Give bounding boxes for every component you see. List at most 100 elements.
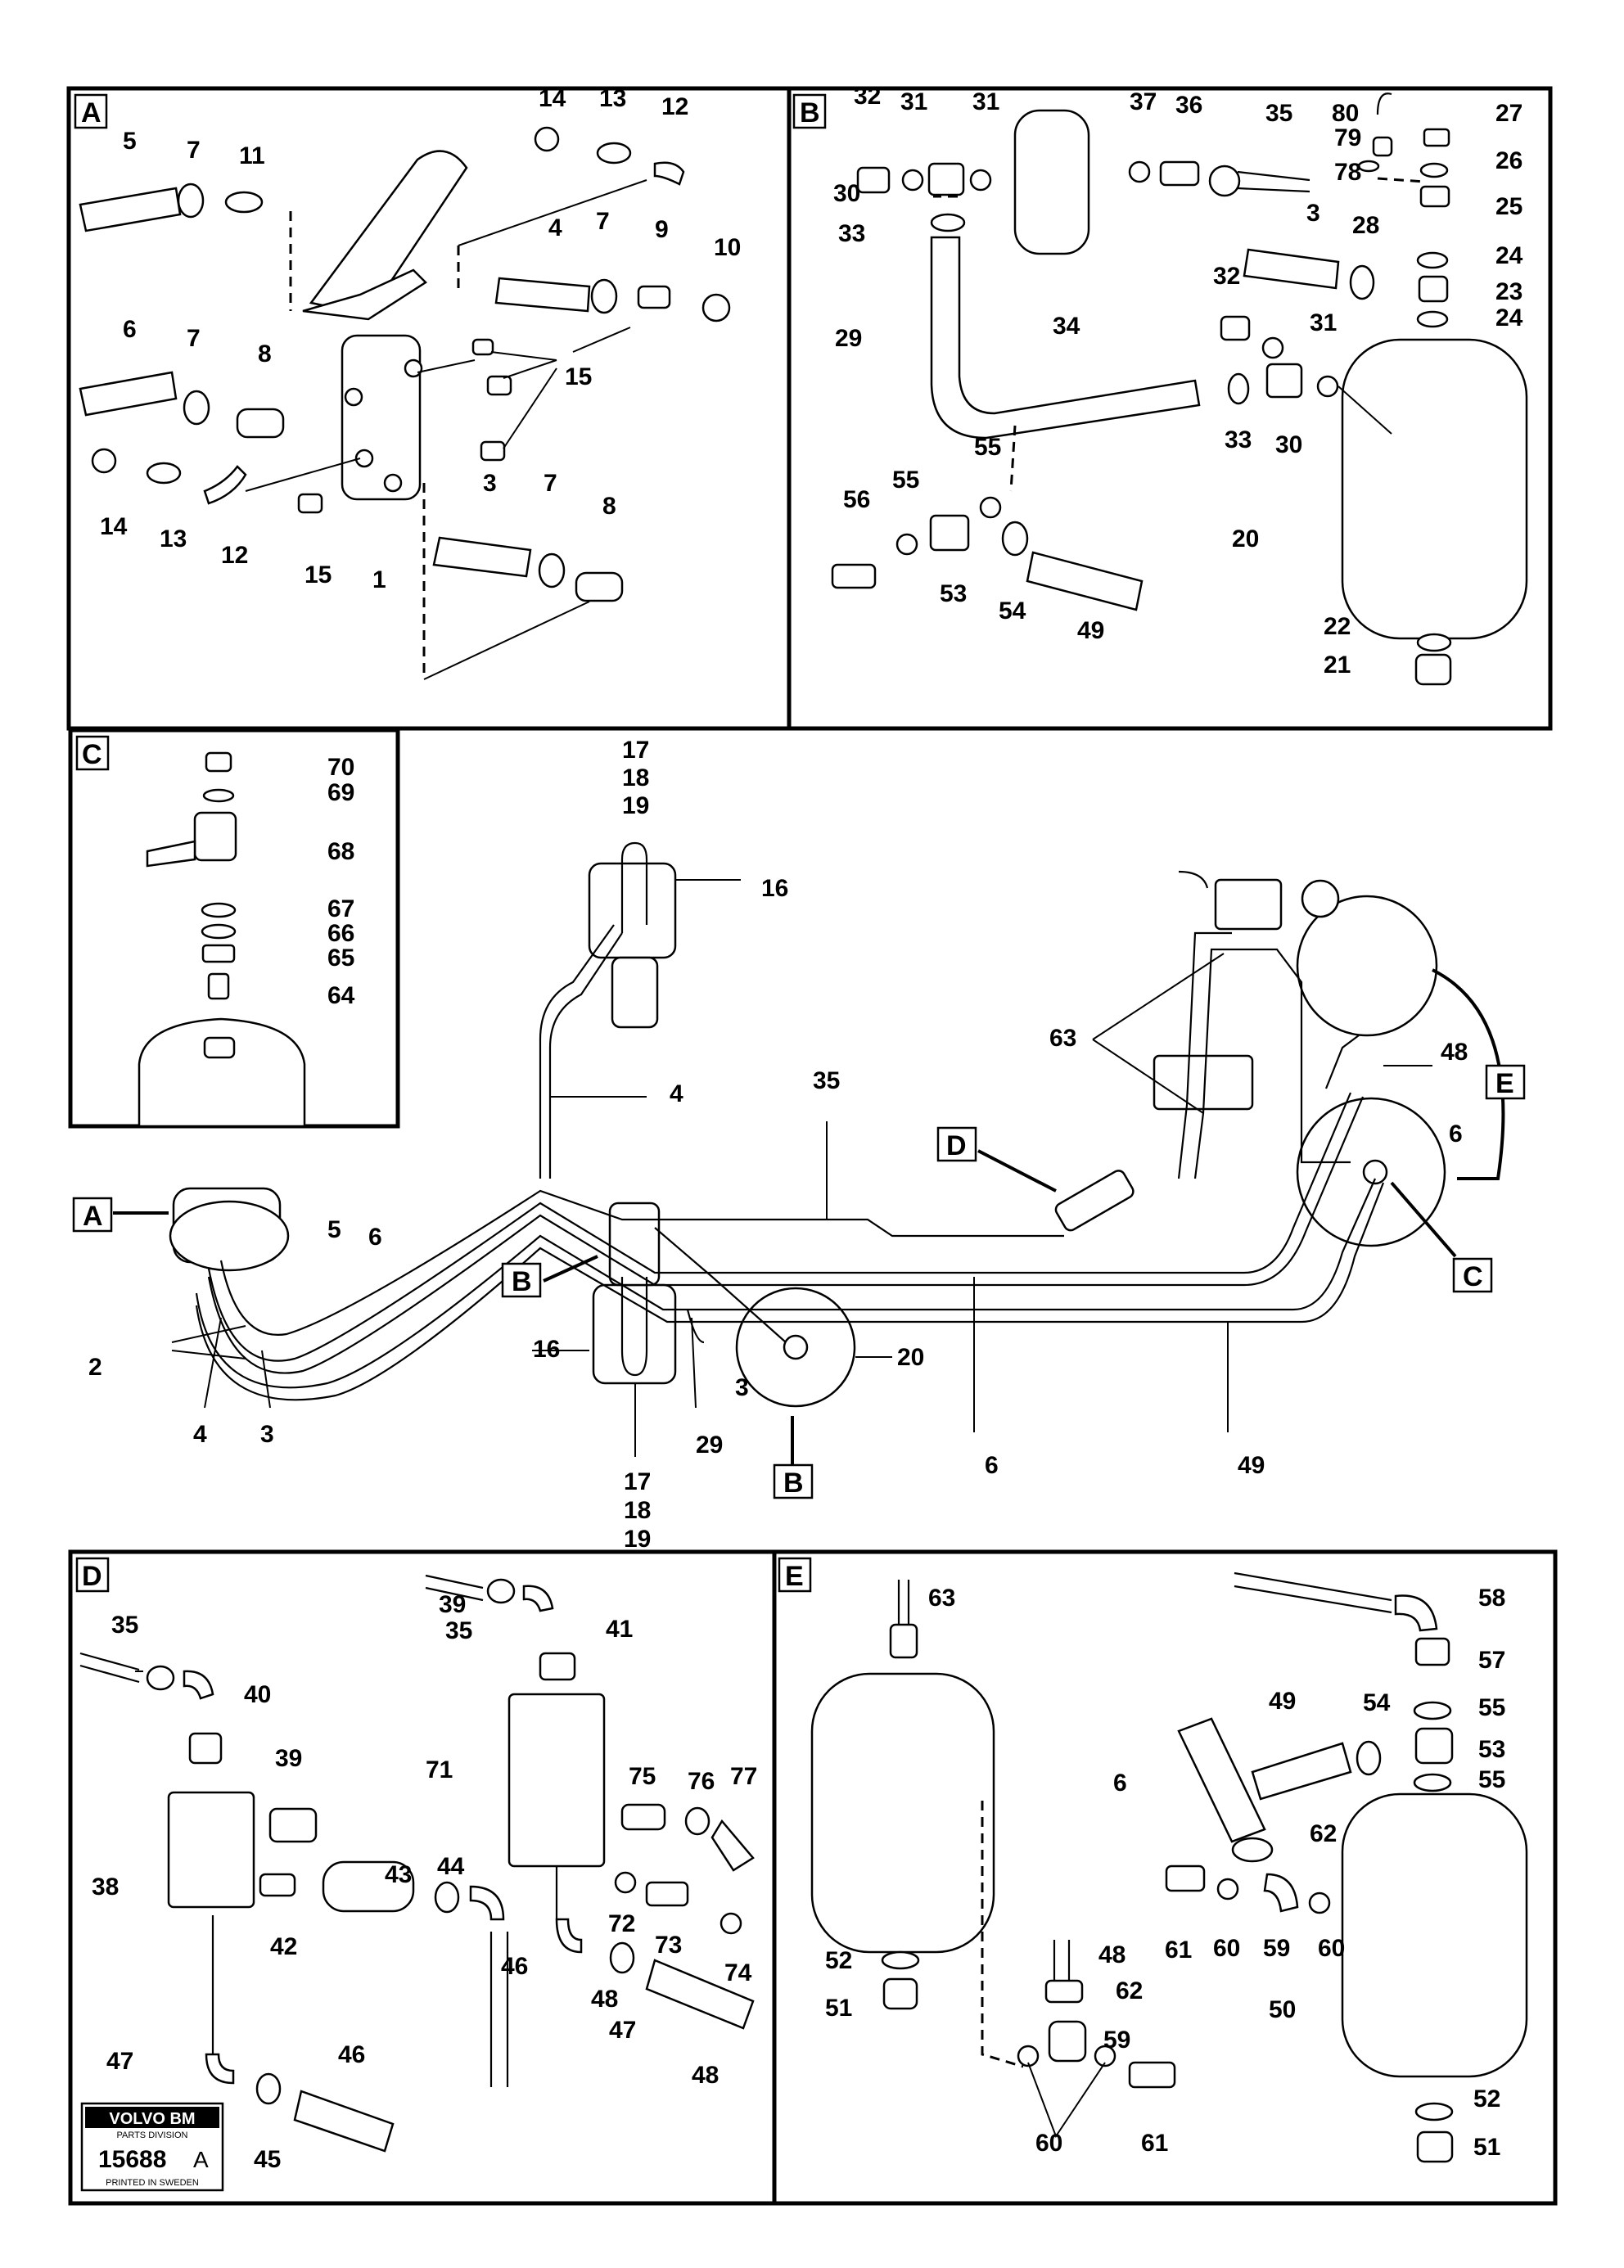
callout-b: B — [512, 1266, 532, 1297]
nipple-64 — [207, 972, 230, 1000]
clamp-76 — [684, 1806, 710, 1836]
part-label: 14 — [539, 85, 566, 112]
part-label: 16 — [533, 1336, 560, 1363]
hose-3 — [1243, 248, 1340, 290]
nut-7 — [177, 183, 205, 219]
pipe-49 — [195, 1178, 1377, 1389]
pipe-3 — [654, 1227, 787, 1343]
leader — [204, 1317, 222, 1409]
part-label: 65 — [327, 945, 354, 972]
part-label: 80 — [1332, 100, 1359, 127]
banjo-53 — [929, 514, 970, 552]
nut-7 — [538, 552, 566, 588]
e-arc — [1432, 968, 1505, 1180]
part-label: 70 — [327, 754, 354, 781]
panel-b-frame — [787, 86, 1553, 731]
washer-69 — [202, 788, 235, 803]
part-label: 6 — [985, 1452, 999, 1479]
main-callout-tags: A B B C D E — [72, 1064, 1526, 1499]
part-label: 3 — [735, 1374, 749, 1401]
dashed-link — [1009, 425, 1017, 492]
part-label: 46 — [501, 1953, 528, 1980]
part-label: 7 — [596, 208, 610, 235]
switch-63 — [889, 1623, 918, 1659]
bolt-32 — [1220, 315, 1251, 341]
part-label: 12 — [661, 93, 688, 120]
part-label: 6 — [1113, 1770, 1127, 1797]
washer-60 — [1017, 2045, 1040, 2067]
part-label: 71 — [426, 1756, 453, 1783]
elbow-46 — [205, 2053, 235, 2085]
part-label: 15 — [565, 363, 592, 390]
main-assembly-art — [113, 841, 1505, 1465]
part-label: 8 — [602, 493, 616, 520]
part-label: 52 — [1473, 2085, 1500, 2112]
part-label: 17 — [622, 737, 649, 764]
leader — [261, 1350, 271, 1409]
callout-arrow-d — [977, 1149, 1057, 1193]
part-label: 13 — [160, 525, 187, 552]
part-label: 13 — [599, 85, 626, 112]
leader — [245, 458, 361, 492]
washer-72 — [614, 1871, 637, 1894]
pipe-4-b — [548, 932, 623, 1179]
part-label: 48 — [1441, 1039, 1468, 1066]
pipe-58 — [1234, 1571, 1392, 1614]
bolt-61 — [1165, 1864, 1206, 1892]
part-label: 57 — [1478, 1647, 1505, 1674]
part-label: 61 — [1165, 1937, 1192, 1964]
part-label: 21 — [1324, 652, 1351, 679]
nut-47 — [609, 1941, 635, 1974]
part-label: 8 — [258, 340, 272, 367]
brake-valve-body — [341, 334, 422, 501]
part-label: 18 — [622, 764, 649, 791]
part-label: 6 — [123, 316, 137, 343]
pipe-63-b — [1177, 931, 1232, 1179]
nut — [146, 1665, 175, 1691]
fitting-25 — [1419, 185, 1450, 208]
washer-26 — [1419, 162, 1449, 178]
fitting-73 — [645, 1881, 689, 1907]
part-label: 79 — [1334, 124, 1361, 151]
part-label: 43 — [385, 1861, 412, 1888]
washer-24 — [1416, 310, 1449, 328]
panel-c-art — [138, 751, 306, 1128]
part-label: 39 — [439, 1591, 466, 1618]
bolt-27 — [1423, 128, 1450, 147]
part-label: 18 — [624, 1497, 651, 1524]
part-label: 30 — [1275, 431, 1302, 458]
leader — [458, 179, 647, 246]
part-label: 69 — [327, 779, 354, 806]
part-label: 72 — [608, 1910, 635, 1937]
hose-77 — [710, 1819, 755, 1872]
callout-d: D — [946, 1130, 967, 1161]
part-label: 62 — [1116, 1977, 1143, 2004]
part-label: 74 — [724, 1959, 752, 1986]
nut-28 — [1349, 264, 1375, 300]
part-label: 55 — [892, 467, 919, 494]
tank-top — [138, 1017, 306, 1128]
panel-b-tag-box — [792, 93, 827, 129]
pipe-35 — [425, 1574, 484, 1602]
part-label: 66 — [327, 920, 354, 947]
part-label: 28 — [1352, 212, 1379, 239]
elbow-40 — [183, 1670, 214, 1700]
panel-d-tag-box — [75, 1557, 110, 1593]
part-label: 26 — [1495, 147, 1522, 174]
brake-pedal — [309, 150, 468, 317]
switch-41 — [268, 1807, 318, 1843]
nut-7 — [183, 390, 210, 426]
leader — [417, 359, 476, 373]
panel-c-tag: C — [82, 739, 102, 770]
tank-port — [783, 1334, 809, 1360]
part-label: 31 — [900, 88, 927, 115]
plug-15 — [480, 440, 506, 462]
hose-49 — [1026, 551, 1144, 611]
banjo-30 — [1265, 363, 1303, 399]
part-label: 49 — [1269, 1688, 1296, 1715]
part-label: 63 — [928, 1585, 955, 1612]
callout-d-box — [936, 1126, 977, 1162]
part-label: 59 — [1103, 2027, 1130, 2054]
pipe-wire — [1178, 870, 1209, 889]
part-label: 51 — [825, 1995, 852, 2022]
